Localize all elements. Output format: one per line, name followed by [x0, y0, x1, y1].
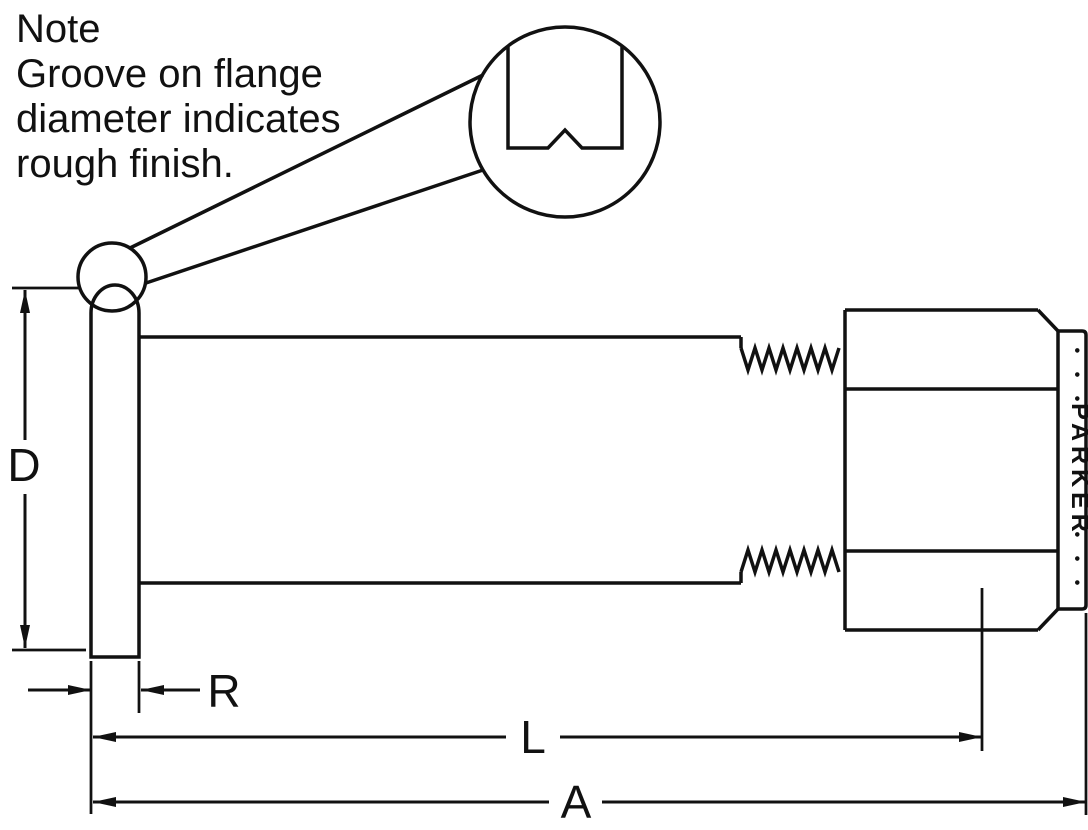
label-group: Note Groove on flange diameter indicates… — [7, 7, 1088, 828]
groove-callout-circle — [76, 241, 148, 313]
note-line-2: Groove on flange — [16, 52, 323, 96]
leader-line-lower — [145, 168, 484, 285]
note-line-3: diameter indicates — [16, 97, 341, 141]
brand-dots-bottom: • • • — [1068, 532, 1085, 593]
detail-view-circle — [468, 25, 662, 219]
nut-bottom-chamfer — [1036, 607, 1060, 632]
note-line-1: Note — [16, 7, 101, 51]
d-dimension-label: D — [7, 439, 40, 491]
r-dimension-label: R — [207, 665, 240, 717]
a-dimension-label: A — [561, 776, 592, 828]
band-outline — [1058, 329, 1088, 611]
detail-groove-section — [506, 47, 624, 150]
note-line-4: rough finish. — [16, 142, 234, 186]
brand-dots-top: • • • — [1068, 348, 1085, 409]
brand-name-label: PARKER — [1066, 403, 1088, 537]
threads-bottom — [739, 544, 841, 578]
leader-line-upper — [129, 73, 484, 250]
dimension-group — [12, 286, 1088, 815]
nut-top-chamfer — [1036, 308, 1060, 333]
threads-top — [739, 342, 841, 376]
l-dimension-label: L — [520, 711, 546, 763]
fitting-outline-group — [76, 25, 1088, 659]
flange-profile — [89, 283, 141, 659]
